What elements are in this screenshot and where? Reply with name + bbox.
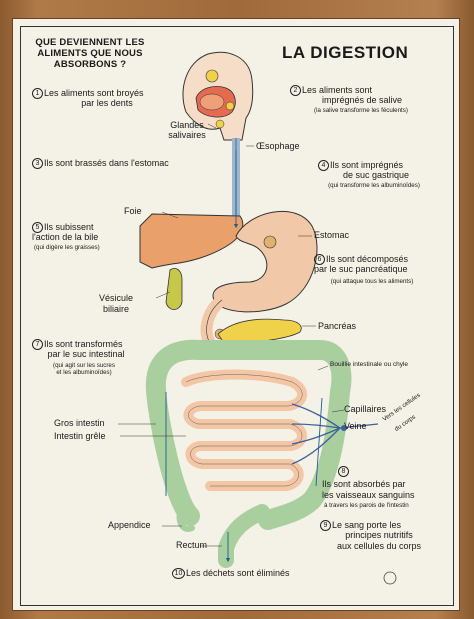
- page-title: LA DIGESTION: [282, 43, 409, 62]
- step-2-note: (la salive transforme les féculents): [314, 107, 408, 114]
- liver: [139, 213, 244, 269]
- label-veine: Veine: [344, 421, 367, 431]
- step-5-note: (qui digère les graisses): [34, 244, 100, 251]
- question-line-3: ABSORBONS ?: [53, 59, 127, 70]
- label-estomac: Estomac: [314, 230, 350, 240]
- small-intestine: [181, 369, 307, 491]
- label-glandes-2: salivaires: [168, 130, 206, 140]
- salivary-gland: [225, 101, 235, 111]
- step-number: 5: [32, 222, 43, 233]
- label-pancreas: Pancréas: [318, 321, 357, 331]
- publisher-logo: [383, 571, 397, 585]
- label-bouillie: Bouillie intestinale ou chyle: [330, 361, 409, 368]
- gallbladder: [165, 268, 183, 310]
- label-gros-intestin: Gros intestin: [54, 418, 105, 428]
- step-5-line-2: l'action de la bile: [32, 232, 99, 242]
- step-4-line-2: de suc gastrique: [342, 170, 410, 180]
- label-rectum: Rectum: [176, 540, 208, 550]
- salivary-gland: [215, 119, 225, 129]
- step-1-line-2: par les dents: [81, 98, 133, 108]
- step-number: 9: [320, 520, 331, 531]
- question-line-2: ALIMENTS QUE NOUS: [37, 48, 143, 59]
- label-capillaires: Capillaires: [344, 404, 387, 414]
- step-8: 8: [338, 466, 350, 477]
- flow-arrows: [165, 150, 323, 563]
- label-glandes-1: Glandes: [170, 120, 204, 130]
- vessel-node: [341, 425, 347, 431]
- leader-lines: [118, 123, 345, 547]
- salivary-gland: [205, 69, 219, 83]
- large-intestine: [145, 339, 352, 530]
- step-8-line-1: Ils sont absorbés par: [322, 479, 406, 489]
- step-9-line-3: aux cellules du corps: [336, 541, 422, 551]
- step-number: 7: [32, 339, 43, 350]
- label-oesophage: Œsophage: [256, 141, 300, 151]
- step-8-note: à travers les parois de l'intestin: [324, 502, 409, 509]
- step-4-note: (qui transforme les albuminoïdes): [328, 182, 420, 189]
- step-7-note-1: (qui agit sur les sucres: [53, 362, 115, 369]
- step-number: 3: [32, 158, 43, 169]
- label-intestin-grele: Intestin grêle: [54, 431, 106, 441]
- poster-border: [20, 26, 454, 606]
- appendix: [176, 509, 195, 532]
- step-2-line-2: imprégnés de salive: [321, 95, 403, 105]
- label-vesicule-1: Vésicule: [98, 293, 134, 303]
- step-7-line-2: par le suc intestinal: [47, 349, 125, 359]
- step-7-note-2: et les albuminoïdes): [56, 369, 112, 376]
- label-foie: Foie: [124, 206, 142, 216]
- step-number: 10: [172, 568, 185, 579]
- step-number: 6: [314, 254, 325, 265]
- label-vesicule-2: biliaire: [102, 304, 129, 314]
- step-6-note: (qui attaque tous les aliments): [330, 278, 414, 285]
- question-line-1: QUE DEVIENNENT LES: [35, 37, 145, 48]
- stomach: [212, 210, 318, 313]
- gastric-juice-dot: [263, 235, 277, 249]
- step-number: 8: [338, 466, 349, 477]
- rectum: [218, 504, 270, 568]
- step-6-line-2: par le suc pancréatique: [314, 264, 408, 274]
- step-8-line-2: les vaisseaux sanguins: [322, 490, 415, 500]
- step-number: 4: [318, 160, 329, 171]
- step-number: 1: [32, 88, 43, 99]
- label-appendice: Appendice: [108, 520, 151, 530]
- step-9-line-2: principes nutritifs: [345, 530, 413, 540]
- tongue: [199, 93, 225, 111]
- step-number: 2: [290, 85, 301, 96]
